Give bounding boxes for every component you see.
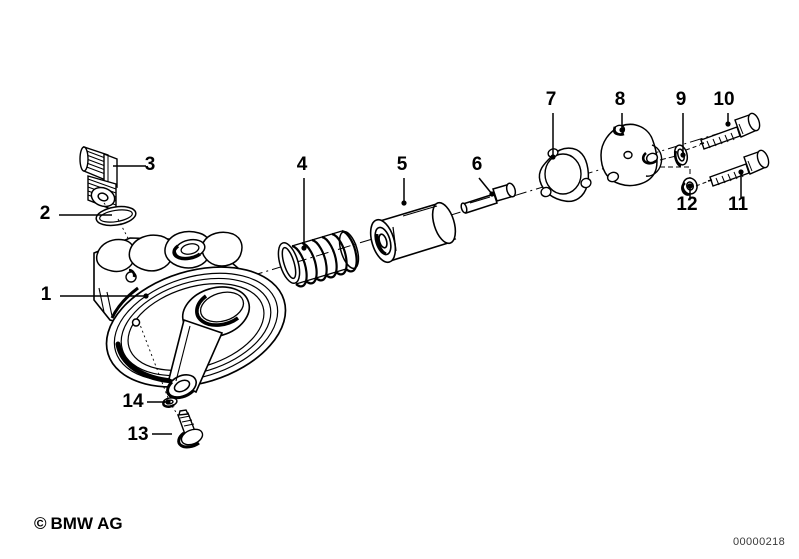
callout-anchor-dot [725,121,731,127]
copyright-owner: BMW AG [50,514,123,533]
copyright-symbol: © [34,514,47,533]
callout-cover-gasket: 7 [546,89,557,160]
callout-fixing-screw: 13 [127,424,172,445]
callout-number-11[interactable]: 11 [728,194,749,215]
cover-gasket [538,147,592,203]
callout-anchor-dot [143,293,149,299]
callout-number-13[interactable]: 13 [127,424,148,445]
callout-valve-cover: 8 [615,89,626,133]
callout-leader-line [478,177,493,195]
callout-number-7[interactable]: 7 [546,89,557,110]
callout-o-ring-seal: 2 [40,203,112,224]
callout-valve-spring: 4 [297,154,308,251]
callout-washer-upper: 9 [676,89,687,158]
callout-bolt-upper: 10 [713,89,735,127]
callout-anchor-dot [489,191,495,197]
callout-washer-lower: 12 [676,183,698,215]
callout-anchor-dot [738,169,744,175]
bolt-lower [695,149,770,187]
valve-pin [460,182,517,214]
fixing-screw [177,409,204,449]
bolt-upper [685,112,761,151]
callout-number-1[interactable]: 1 [41,284,52,305]
callout-flow-control-valve: 5 [397,154,408,206]
callout-anchor-dot [401,200,407,206]
image-id-number: 00000218 [733,536,786,548]
callout-anchor-dot [550,154,556,160]
callout-number-10[interactable]: 10 [713,89,734,110]
o-ring-seal [95,205,137,245]
callout-anchor-dot [301,245,307,251]
callout-number-5[interactable]: 5 [397,154,408,175]
callout-pump-housing: 1 [41,284,149,305]
pump-housing [93,230,287,400]
callout-valve-pin: 6 [472,154,495,197]
callout-number-12[interactable]: 12 [676,194,697,215]
callout-number-9[interactable]: 9 [676,89,687,110]
callout-number-8[interactable]: 8 [615,89,626,110]
callout-number-2[interactable]: 2 [40,203,51,224]
valve-cover [600,123,663,187]
callout-bolt-lower: 11 [728,169,749,215]
callout-number-4[interactable]: 4 [297,154,308,175]
callout-anchor-dot [165,399,171,405]
callout-anchor-dot [687,183,693,189]
callout-number-3[interactable]: 3 [145,154,156,175]
flow-control-valve [369,201,457,264]
callout-anchor-dot [680,152,686,158]
callout-lock-washer: 14 [122,391,171,412]
threaded-union-fitting [79,146,118,217]
callout-threaded-union-fitting: 3 [113,154,155,175]
callout-anchor-dot [619,127,625,133]
callout-number-14[interactable]: 14 [122,391,144,412]
valve-spring [277,229,360,288]
callout-number-6[interactable]: 6 [472,154,483,175]
copyright-notice: ©BMW AG [34,514,123,534]
